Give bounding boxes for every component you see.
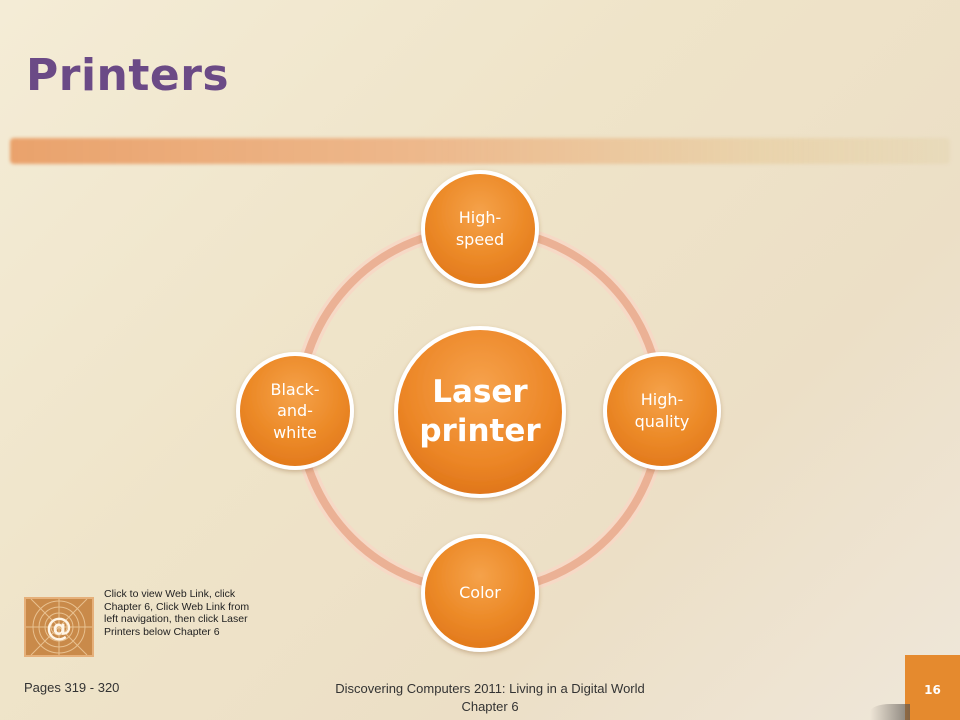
title-underline-bar: [10, 138, 950, 164]
at-sign-icon[interactable]: @: [24, 597, 94, 657]
footer-book-line2: Chapter 6: [461, 698, 519, 714]
node-label-high-speed: High- speed: [455, 208, 505, 249]
node-label-high-quality: High- quality: [634, 390, 690, 431]
node-label-color: Color: [459, 583, 501, 603]
node-black-and-white: [236, 352, 354, 470]
page-number: 16: [924, 683, 941, 697]
slide-title: Printers: [26, 50, 230, 101]
corner-decoration: [870, 704, 910, 720]
page-number-box: 16: [905, 655, 960, 720]
center-node-laser-printer: [394, 326, 566, 498]
center-node-label: Laser printer: [419, 374, 541, 449]
node-high-speed: [421, 170, 539, 288]
footer-pages: Pages 319 - 320: [24, 680, 120, 695]
footer-book-line1: Discovering Computers 2011: Living in a …: [335, 681, 645, 696]
footer-book-title: Discovering Computers 2011: Living in a …: [300, 680, 680, 715]
node-color: [421, 534, 539, 652]
node-high-quality: [603, 352, 721, 470]
svg-text:@: @: [46, 613, 72, 643]
weblink-instructions: Click to view Web Link, click Chapter 6,…: [104, 588, 250, 638]
node-label-black-and-white: Black- and- white: [270, 379, 320, 442]
